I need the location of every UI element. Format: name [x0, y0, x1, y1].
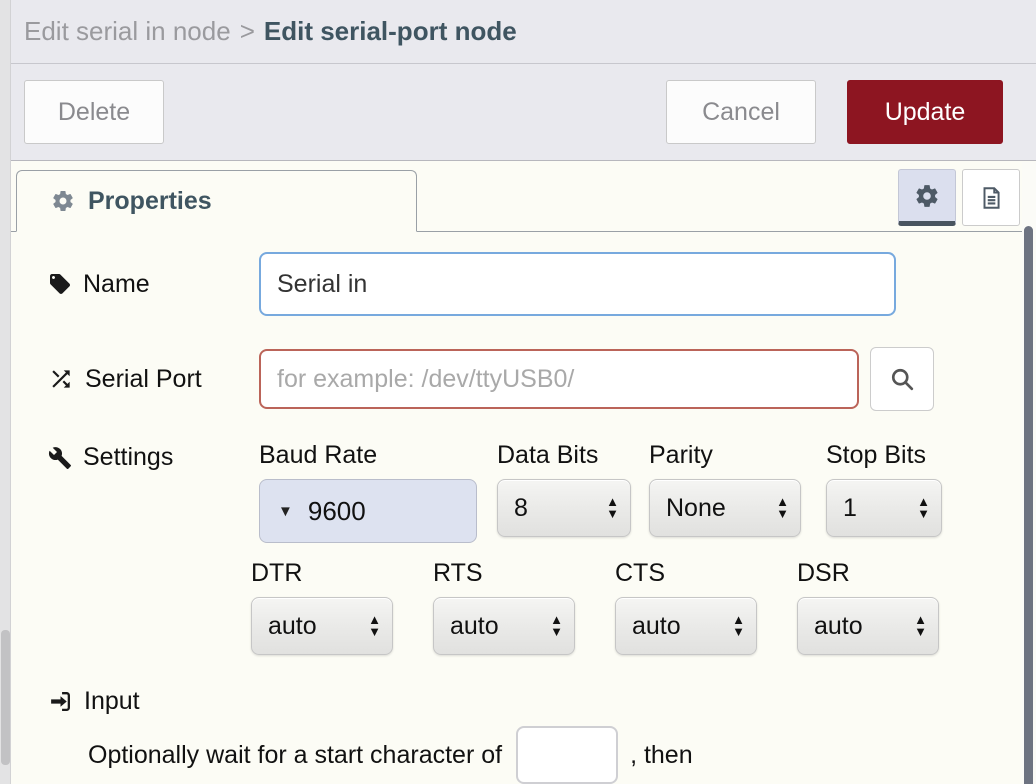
- input-section-label-text: Input: [84, 687, 140, 715]
- cancel-button[interactable]: Cancel: [666, 80, 816, 144]
- rts-value: auto: [450, 611, 499, 640]
- settings-label: Settings: [48, 441, 259, 472]
- dsr-select[interactable]: auto ▲▼: [797, 597, 939, 655]
- select-arrows-icon: ▲▼: [914, 612, 927, 639]
- select-arrows-icon: ▲▼: [776, 494, 789, 521]
- breadcrumb-current: Edit serial-port node: [263, 16, 517, 46]
- tag-icon: [48, 272, 72, 296]
- parity-select[interactable]: None ▲▼: [649, 479, 801, 537]
- parity-field: Parity None ▲▼: [649, 441, 801, 543]
- select-arrows-icon: ▲▼: [550, 612, 563, 639]
- dialog-body: Properties: [11, 162, 1036, 784]
- baud-rate-label: Baud Rate: [259, 441, 378, 469]
- wait-text-after: , then: [630, 740, 693, 769]
- input-section-label: Input: [48, 687, 259, 716]
- editor-view-toggles: [898, 169, 1020, 226]
- dialog-button-bar: Delete Cancel Update: [11, 64, 1036, 161]
- serial-port-input[interactable]: [259, 349, 859, 409]
- delete-button[interactable]: Delete: [24, 80, 164, 144]
- stop-bits-field: Stop Bits 1 ▲▼: [826, 441, 942, 543]
- dialog-scrollbar-thumb[interactable]: [1024, 226, 1033, 784]
- control-lines-row: DTR auto ▲▼ RTS auto ▲▼: [251, 559, 942, 655]
- rts-field: RTS auto ▲▼: [433, 559, 575, 655]
- data-bits-value: 8: [514, 493, 528, 522]
- rts-label: RTS: [433, 559, 483, 587]
- select-arrows-icon: ▲▼: [732, 612, 745, 639]
- gear-icon: [914, 183, 940, 209]
- properties-toggle-button[interactable]: [898, 169, 956, 226]
- settings-label-text: Settings: [83, 443, 174, 471]
- tab-bar: Properties: [11, 162, 1022, 232]
- cts-value: auto: [632, 611, 681, 640]
- stop-bits-value: 1: [843, 493, 857, 522]
- name-label-text: Name: [83, 269, 150, 298]
- serial-port-label-text: Serial Port: [85, 364, 202, 393]
- serial-port-label: Serial Port: [48, 365, 259, 394]
- data-bits-select[interactable]: 8 ▲▼: [497, 479, 631, 537]
- cts-field: CTS auto ▲▼: [615, 559, 757, 655]
- description-toggle-button[interactable]: [962, 169, 1020, 226]
- dsr-label: DSR: [797, 559, 850, 587]
- serial-settings-row: Baud Rate ▼ 9600 Data Bits 8 ▲▼: [259, 441, 942, 543]
- page-left-scrollbar-thumb[interactable]: [1, 630, 10, 765]
- baud-rate-dropdown[interactable]: ▼ 9600: [259, 479, 477, 543]
- parity-label: Parity: [649, 441, 713, 469]
- dsr-value: auto: [814, 611, 863, 640]
- dsr-field: DSR auto ▲▼: [797, 559, 939, 655]
- breadcrumb-parent[interactable]: Edit serial in node: [24, 16, 231, 46]
- magnifier-icon: [888, 365, 916, 393]
- cts-select[interactable]: auto ▲▼: [615, 597, 757, 655]
- data-bits-label: Data Bits: [497, 441, 599, 469]
- update-button[interactable]: Update: [847, 80, 1003, 144]
- wrench-icon: [48, 446, 72, 470]
- serial-port-search-button[interactable]: [870, 347, 934, 411]
- breadcrumb: Edit serial in node > Edit serial-port n…: [11, 0, 1036, 64]
- select-arrows-icon: ▲▼: [917, 494, 930, 521]
- page-left-scrollbar[interactable]: [0, 0, 11, 784]
- sign-in-icon: [48, 689, 73, 714]
- tab-properties-label: Properties: [88, 186, 212, 215]
- name-label: Name: [48, 270, 259, 299]
- dialog-scrollbar[interactable]: [1022, 162, 1036, 784]
- stop-bits-select[interactable]: 1 ▲▼: [826, 479, 942, 537]
- select-arrows-icon: ▲▼: [368, 612, 381, 639]
- dialog-panel: Edit serial in node > Edit serial-port n…: [11, 0, 1036, 784]
- breadcrumb-separator: >: [239, 16, 255, 46]
- gear-icon: [51, 189, 75, 213]
- parity-value: None: [666, 493, 726, 522]
- rts-select[interactable]: auto ▲▼: [433, 597, 575, 655]
- settings-section: Settings Baud Rate ▼ 9600 Data Bits: [11, 441, 1036, 655]
- start-character-line: Optionally wait for a start character of…: [11, 726, 1036, 784]
- tab-properties[interactable]: Properties: [16, 170, 417, 232]
- select-arrows-icon: ▲▼: [606, 494, 619, 521]
- cts-label: CTS: [615, 559, 665, 587]
- document-icon: [978, 185, 1004, 211]
- data-bits-field: Data Bits 8 ▲▼: [497, 441, 631, 543]
- baud-rate-field: Baud Rate ▼ 9600: [259, 441, 477, 543]
- caret-down-icon: ▼: [278, 502, 293, 520]
- baud-rate-value: 9600: [307, 495, 366, 526]
- stop-bits-label: Stop Bits: [826, 441, 927, 469]
- wait-text-before: Optionally wait for a start character of: [88, 740, 503, 769]
- serial-port-field-row: Serial Port: [11, 347, 1036, 411]
- dtr-select[interactable]: auto ▲▼: [251, 597, 393, 655]
- name-input[interactable]: [259, 252, 896, 316]
- dtr-value: auto: [268, 611, 317, 640]
- shuffle-icon: [48, 366, 74, 392]
- input-section-row: Input: [11, 687, 1036, 716]
- dtr-field: DTR auto ▲▼: [251, 559, 393, 655]
- name-field-row: Name: [11, 252, 1036, 316]
- settings-grid: Baud Rate ▼ 9600 Data Bits 8 ▲▼: [251, 441, 942, 655]
- start-character-input[interactable]: [516, 726, 619, 784]
- dtr-label: DTR: [251, 559, 303, 587]
